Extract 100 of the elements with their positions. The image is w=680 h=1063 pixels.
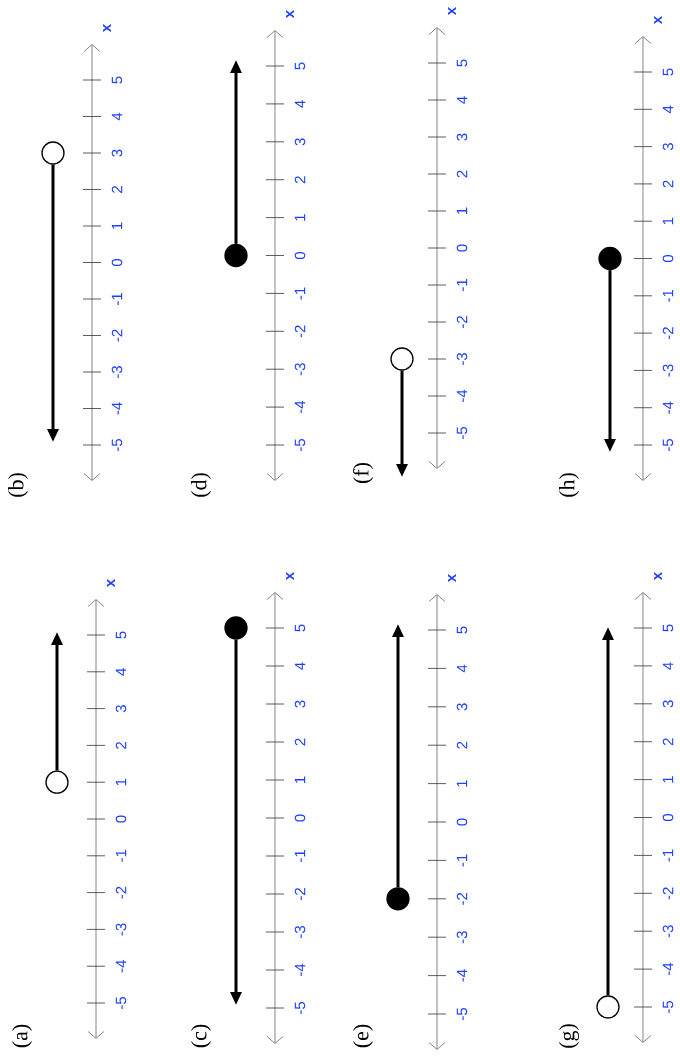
tick-label: 3: [115, 705, 127, 713]
open-circle: [45, 770, 69, 794]
tick-label: -1: [662, 289, 674, 302]
panel-label: (g): [559, 1024, 579, 1048]
tick-label: 2: [294, 738, 306, 746]
tick-label: -3: [662, 364, 674, 377]
tick-label: -4: [111, 402, 123, 415]
tick-label: -5: [456, 426, 468, 439]
open-circle: [390, 347, 414, 371]
tick-label: 0: [662, 813, 674, 822]
tick-label: -2: [294, 888, 306, 900]
tick-label: -3: [456, 931, 468, 944]
tick-label: -5: [294, 1001, 306, 1014]
tick-label: -4: [294, 963, 306, 976]
tick-label: 1: [456, 207, 468, 215]
tick-label: -2: [456, 892, 468, 905]
tick-label: 0: [456, 244, 468, 252]
tick-label: 4: [294, 100, 306, 108]
tick-label: -4: [294, 400, 306, 414]
closed-dot: [224, 243, 248, 268]
tick-label: 2: [456, 170, 468, 178]
tick-label: 4: [115, 668, 127, 676]
tick-label: 3: [662, 143, 674, 151]
tick-label: -5: [115, 996, 127, 1009]
tick-label: 4: [662, 105, 674, 114]
tick-label: -3: [294, 926, 306, 938]
tick-label: -4: [662, 401, 674, 414]
closed-dot: [598, 246, 622, 271]
tick-label: 3: [662, 700, 674, 708]
tick-label: -1: [456, 279, 468, 291]
tick-label: -2: [456, 316, 468, 328]
panel-label: (a): [12, 1024, 32, 1048]
panel-label: (c): [191, 1024, 211, 1048]
tick-label: 0: [294, 251, 306, 260]
tick-label: -1: [115, 849, 127, 862]
tick-label: -5: [662, 1000, 674, 1013]
tick-label: 2: [456, 741, 468, 749]
tick-label: -4: [456, 969, 468, 982]
tick-label: -1: [111, 293, 123, 305]
closed-dot: [386, 887, 410, 911]
axis-label: x: [448, 573, 456, 583]
tick-label: 1: [456, 780, 468, 787]
axis-label: x: [654, 571, 662, 581]
tick-label: -5: [456, 1007, 468, 1020]
tick-label: 0: [456, 818, 468, 826]
tick-label: 2: [294, 176, 306, 184]
tick-label: -4: [456, 389, 468, 402]
tick-label: 1: [115, 778, 127, 786]
panel-label: (h): [559, 473, 579, 497]
tick-label: 1: [111, 222, 123, 230]
axis-label: x: [286, 571, 294, 581]
tick-label: -5: [294, 438, 306, 451]
tick-label: 0: [294, 814, 306, 822]
tick-label: 3: [456, 133, 468, 141]
tick-label: -2: [115, 886, 127, 899]
panel-label: (b): [8, 473, 28, 497]
tick-label: 4: [456, 96, 468, 104]
tick-label: 5: [294, 62, 306, 70]
tick-label: -1: [662, 849, 674, 862]
tick-label: 4: [456, 664, 468, 673]
tick-label: 1: [294, 214, 306, 221]
panel-label: (d): [191, 473, 211, 497]
tick-label: 3: [111, 149, 123, 157]
tick-label: 5: [456, 626, 468, 634]
tick-label: 3: [294, 138, 306, 146]
tick-label: 4: [662, 662, 674, 670]
tick-label: 5: [662, 624, 674, 632]
tick-label: -2: [294, 325, 306, 338]
tick-label: 5: [456, 59, 468, 67]
tick-label: 3: [294, 700, 306, 708]
tick-label: 4: [294, 662, 306, 670]
open-circle: [596, 995, 620, 1019]
tick-label: 2: [662, 738, 674, 746]
tick-label: 2: [115, 742, 127, 749]
tick-label: -3: [111, 366, 123, 378]
axis-label: x: [107, 578, 115, 588]
panel-label: (e): [353, 1024, 373, 1048]
tick-label: -3: [456, 353, 468, 365]
tick-label: 5: [294, 624, 306, 632]
tick-label: -5: [662, 438, 674, 451]
tick-label: 5: [111, 76, 123, 84]
tick-label: -4: [662, 962, 674, 976]
open-circle: [41, 141, 65, 165]
tick-label: -1: [294, 850, 306, 862]
tick-label: 5: [662, 68, 674, 76]
tick-label: 4: [111, 112, 123, 121]
tick-label: -4: [115, 959, 127, 973]
tick-label: -3: [662, 925, 674, 938]
tick-label: -2: [111, 329, 123, 342]
axis-label: x: [286, 9, 294, 19]
tick-label: -5: [111, 438, 123, 451]
tick-label: 1: [662, 776, 674, 783]
tick-label: 1: [662, 217, 674, 225]
tick-label: 3: [456, 703, 468, 711]
tick-label: 0: [662, 254, 674, 263]
tick-label: -2: [662, 887, 674, 900]
tick-label: 2: [111, 186, 123, 193]
tick-label: 5: [115, 631, 127, 639]
closed-dot: [224, 616, 248, 640]
axis-label: x: [654, 15, 662, 25]
